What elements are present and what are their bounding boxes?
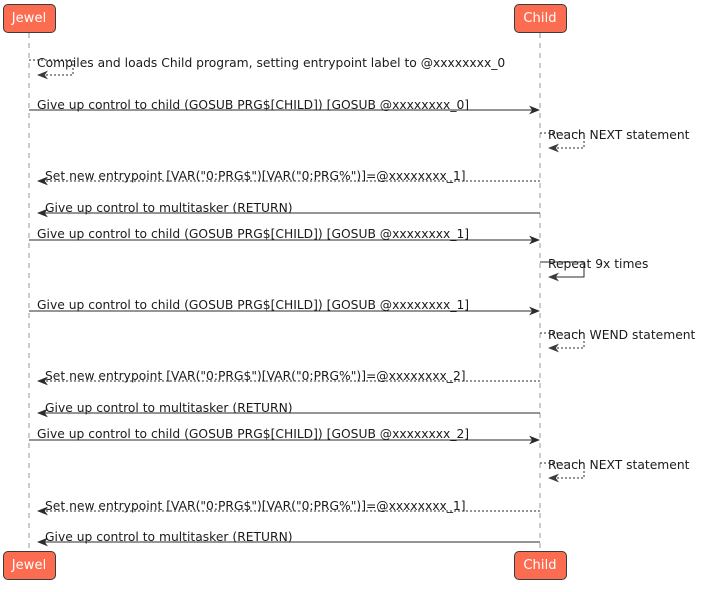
message-label-1: Give up control to child (GOSUB PRG$[CHI… xyxy=(37,98,470,112)
participant-label: Jewel xyxy=(11,558,47,573)
participant-child-top[interactable]: Child xyxy=(513,4,567,33)
participant-child-bottom[interactable]: Child xyxy=(513,551,567,580)
message-label-6: Repeat 9x times xyxy=(548,257,649,271)
participant-label: Child xyxy=(523,11,557,26)
message-label-2: Reach NEXT statement xyxy=(548,128,690,142)
message-label-7: Give up control to child (GOSUB PRG$[CHI… xyxy=(37,298,470,312)
arrows-group xyxy=(29,59,585,547)
self-message-arrow-2[interactable] xyxy=(540,132,585,153)
message-label-13: Set new entrypoint [VAR("0:PRG$")[VAR("0… xyxy=(45,499,466,513)
message-label-3: Set new entrypoint [VAR("0:PRG$")[VAR("0… xyxy=(45,169,466,183)
message-label-11: Give up control to child (GOSUB PRG$[CHI… xyxy=(37,427,470,441)
self-message-arrow-6[interactable] xyxy=(540,261,585,282)
participant-label: Jewel xyxy=(11,11,47,26)
self-message-arrow-8[interactable] xyxy=(540,332,585,353)
message-label-12: Reach NEXT statement xyxy=(548,458,690,472)
message-label-10: Give up control to multitasker (RETURN) xyxy=(45,401,293,415)
message-label-14: Give up control to multitasker (RETURN) xyxy=(45,530,293,544)
message-label-9: Set new entrypoint [VAR("0:PRG$")[VAR("0… xyxy=(45,369,466,383)
participant-label: Child xyxy=(523,558,557,573)
message-label-0: Compiles and loads Child program, settin… xyxy=(37,56,506,70)
message-label-4: Give up control to multitasker (RETURN) xyxy=(45,201,293,215)
lifelines-group xyxy=(28,33,541,551)
message-label-8: Reach WEND statement xyxy=(548,328,696,342)
message-label-5: Give up control to child (GOSUB PRG$[CHI… xyxy=(37,227,470,241)
self-message-arrow-0[interactable] xyxy=(29,59,74,80)
participant-jewel-bottom[interactable]: Jewel xyxy=(2,551,56,580)
participant-jewel-top[interactable]: Jewel xyxy=(2,4,56,33)
self-message-arrow-12[interactable] xyxy=(540,462,585,483)
